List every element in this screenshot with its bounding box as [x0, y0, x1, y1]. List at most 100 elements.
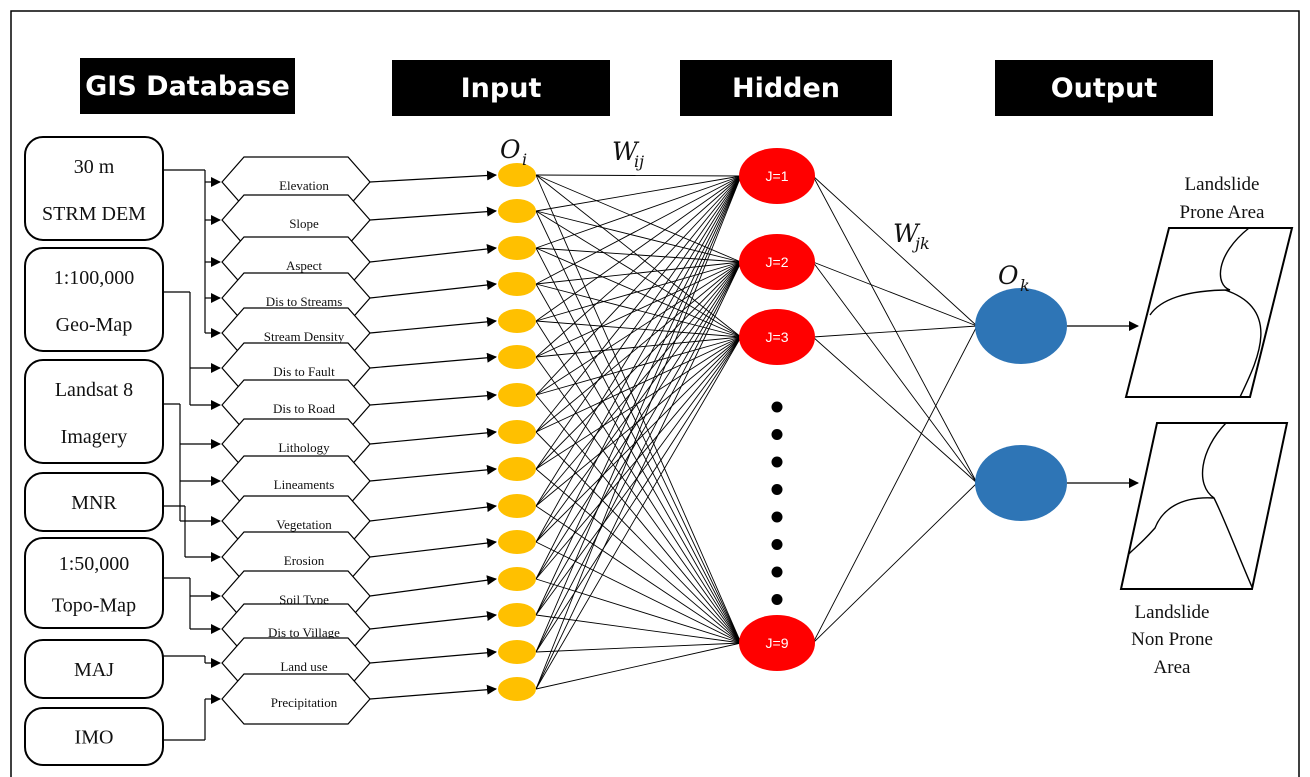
- ellipsis-dot: [771, 594, 783, 605]
- input-node: [498, 530, 536, 554]
- hidden-node-j-2: J=2: [739, 234, 815, 290]
- weight-edge-ij: [535, 261, 742, 396]
- weight-edge-ij: [535, 261, 742, 580]
- weight-edge-ij: [535, 261, 742, 358]
- weight-edge-ij: [535, 336, 742, 580]
- weight-edge-jk: [812, 261, 978, 327]
- hidden-node-j-1: J=1: [739, 148, 815, 204]
- output-panel-nonprone: [1119, 422, 1289, 590]
- map-boundary: [1149, 227, 1250, 316]
- ellipsis-dot: [771, 539, 783, 550]
- weight-edge-ij: [535, 175, 742, 212]
- weight-edge-ij: [535, 210, 742, 338]
- header-gis-database: GIS Database: [80, 58, 295, 114]
- map-boundary: [1224, 289, 1262, 398]
- source-label: STRM DEM: [42, 203, 146, 225]
- source-box: [24, 639, 164, 699]
- weight-edge-ij: [535, 175, 742, 358]
- header-hidden: Hidden: [680, 60, 892, 116]
- hidden-node-j-9: J=9: [739, 615, 815, 671]
- hidden-node-j-3: J=3: [739, 309, 815, 365]
- factor-to-input-arrow: [369, 427, 497, 445]
- input-node: [498, 420, 536, 444]
- weight-edge-ij: [535, 261, 742, 616]
- factor-to-input-arrow: [369, 684, 497, 700]
- source-label: Landsat 8: [55, 379, 133, 401]
- output-label-line: Area: [1154, 657, 1191, 678]
- header-label: Output: [1051, 73, 1158, 104]
- weight-edge-ij: [535, 247, 742, 644]
- weight-edge-ij: [535, 261, 742, 285]
- source-label: Geo-Map: [56, 314, 133, 336]
- hidden-node-label: J=3: [766, 329, 789, 345]
- factor-to-input-arrow: [369, 647, 497, 664]
- math-subscript: k: [1020, 276, 1030, 295]
- factor-to-input-arrow: [369, 280, 497, 299]
- weight-edge-ij: [535, 642, 742, 653]
- weight-edge-ij: [535, 261, 742, 470]
- math-subscript: jk: [912, 234, 930, 253]
- weight-edge-ij: [535, 505, 742, 644]
- header-label: Input: [461, 73, 542, 104]
- input-node: [498, 345, 536, 369]
- header-box: [680, 60, 892, 116]
- source-mnr: MNR: [24, 472, 164, 532]
- weight-edge-ij: [535, 336, 742, 507]
- input-node: [498, 677, 536, 701]
- factor-label: Land use: [280, 659, 328, 674]
- math-symbol: O: [998, 261, 1019, 290]
- factor-label: Dis to Fault: [273, 364, 335, 379]
- weight-edge-ij: [535, 175, 742, 690]
- factor-label: Vegetation: [276, 517, 332, 532]
- hidden-node-shape: [739, 234, 815, 290]
- weight-edge-ij: [535, 261, 742, 507]
- factor-precipitation: Precipitation: [221, 673, 371, 725]
- ellipsis-dot: [771, 484, 783, 495]
- weight-edge-ij: [535, 174, 742, 177]
- weight-edge-jk: [812, 325, 978, 338]
- factor-dis-to-road: Dis to Road: [221, 379, 371, 431]
- source-label: 1:100,000: [54, 267, 135, 289]
- hidden-node-label: J=1: [766, 168, 789, 184]
- weight-edge-ij: [535, 261, 742, 433]
- math-symbol: O: [500, 135, 521, 164]
- header-label: Hidden: [732, 73, 840, 104]
- output-node: [975, 445, 1067, 521]
- source-label: IMO: [75, 727, 114, 749]
- weight-edge-ij: [535, 174, 742, 644]
- weight-edge-ij: [535, 247, 742, 263]
- weight-edge-ij: [535, 261, 742, 543]
- weight-edge-ij: [535, 247, 742, 338]
- source-box: [24, 136, 164, 241]
- source-box: [24, 247, 164, 352]
- factor-label: Dis to Village: [268, 625, 340, 640]
- weight-edge-ij: [535, 210, 742, 263]
- factor-label: Stream Density: [264, 329, 345, 344]
- math-label-wij: Wij: [612, 137, 644, 171]
- weight-edge-ij: [535, 261, 742, 690]
- weight-edge-ij: [535, 174, 742, 338]
- map-boundary: [1127, 497, 1215, 556]
- input-node: [498, 457, 536, 481]
- weight-edge-ij: [535, 175, 742, 543]
- weight-edge-ij: [535, 175, 742, 396]
- weight-edge-ij: [535, 283, 742, 338]
- factor-label: Erosion: [284, 553, 325, 568]
- input-node: [498, 603, 536, 627]
- source-label: 1:50,000: [59, 553, 130, 575]
- factor-to-input-arrow: [369, 244, 497, 263]
- header-input: Input: [392, 60, 610, 116]
- weight-edge-jk: [812, 482, 978, 644]
- ellipsis-dot: [771, 429, 783, 440]
- input-node: [498, 199, 536, 223]
- factor-to-input-arrow: [369, 464, 497, 482]
- output-node: [975, 288, 1067, 364]
- source-box: [24, 472, 164, 532]
- math-subscript: ij: [634, 152, 644, 171]
- source-maj: MAJ: [24, 639, 164, 699]
- source-box: [24, 537, 164, 629]
